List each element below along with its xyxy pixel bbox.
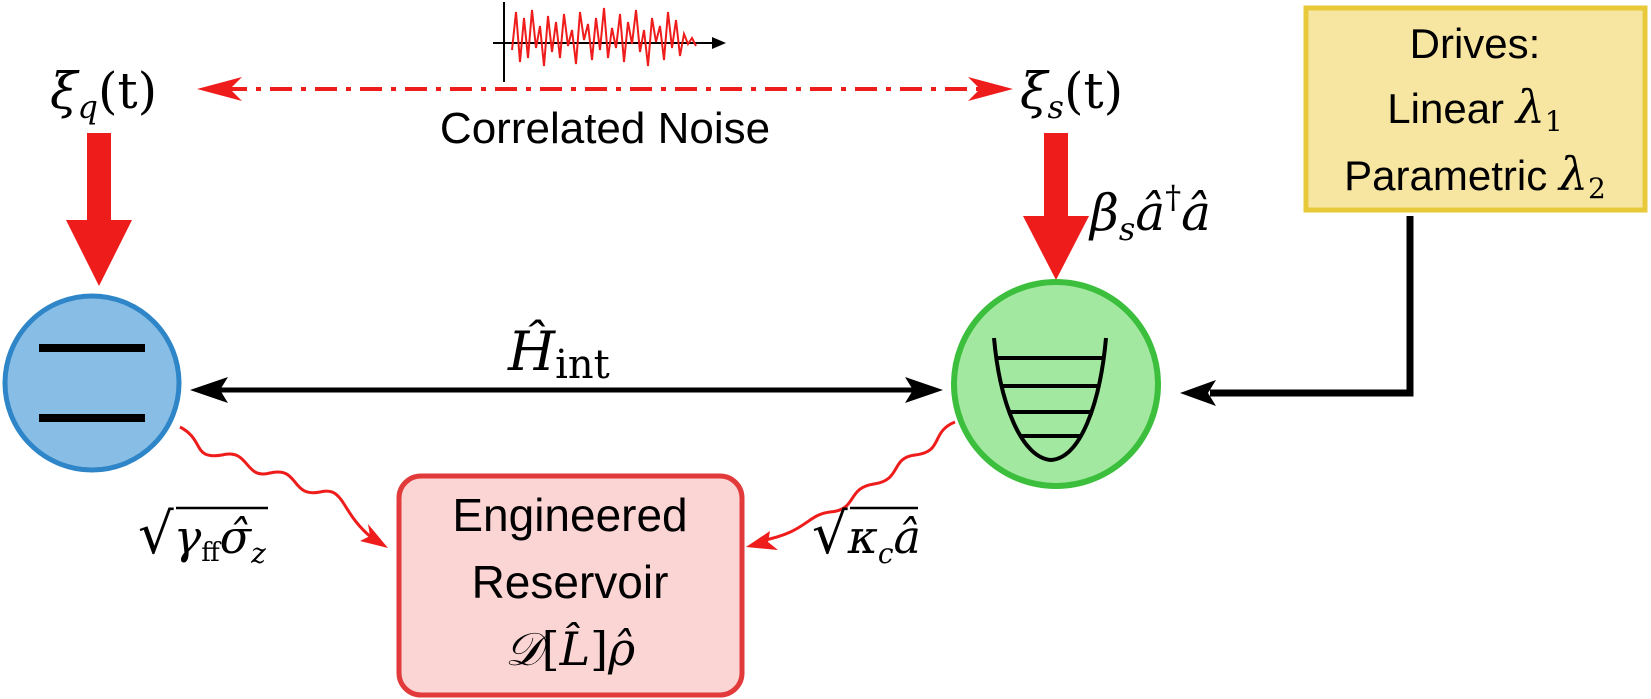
correlated-noise-label: Correlated Noise <box>440 104 770 153</box>
noise-arrowhead-left <box>197 77 242 101</box>
drives-parametric-line: Parametric λ2 <box>1344 147 1606 205</box>
reservoir-line-1: Engineered <box>452 489 687 541</box>
engineered-reservoir-box: Engineered Reservoir 𝒟[L̂]ρ̂ <box>396 473 745 698</box>
xi-s-label: ξs(t) <box>1020 62 1123 126</box>
drives-title: Drives: <box>1410 20 1541 67</box>
reservoir-line-2: Reservoir <box>472 556 669 608</box>
qubit-noise-arrow <box>66 133 132 286</box>
noise-axis-arrowhead <box>712 37 726 49</box>
oscillator-potential-well <box>992 337 1108 463</box>
drive-connector-arrow <box>1180 216 1414 406</box>
noise-trace <box>511 7 697 67</box>
interaction-arrow <box>190 377 943 403</box>
drives-box: Drives: Linear λ1 Parametric λ2 <box>1303 5 1648 213</box>
cavity-dissipation-operator: √κcâ <box>812 502 921 570</box>
xi-q-label: ξq(t) <box>50 62 157 126</box>
interaction-hamiltonian-label: Ĥint <box>507 319 610 388</box>
correlated-noise-arrow <box>197 77 1013 101</box>
oscillator-node <box>951 279 1161 489</box>
oscillator-noise-arrow <box>1023 133 1089 280</box>
drives-linear-line: Linear λ1 <box>1387 80 1562 138</box>
cavity-dissipation-arrow <box>746 420 956 550</box>
frequency-shift-term: βsâ†â <box>1088 178 1211 248</box>
noise-signal-plot <box>493 2 726 82</box>
noise-arrowhead-right <box>968 77 1013 101</box>
qubit-dissipation-arrow <box>179 425 388 548</box>
reservoir-formula: 𝒟[L̂]ρ̂ <box>505 622 635 676</box>
qubit-dissipation-operator: √γffσ̂z <box>138 502 266 570</box>
qubit-node <box>2 293 182 473</box>
